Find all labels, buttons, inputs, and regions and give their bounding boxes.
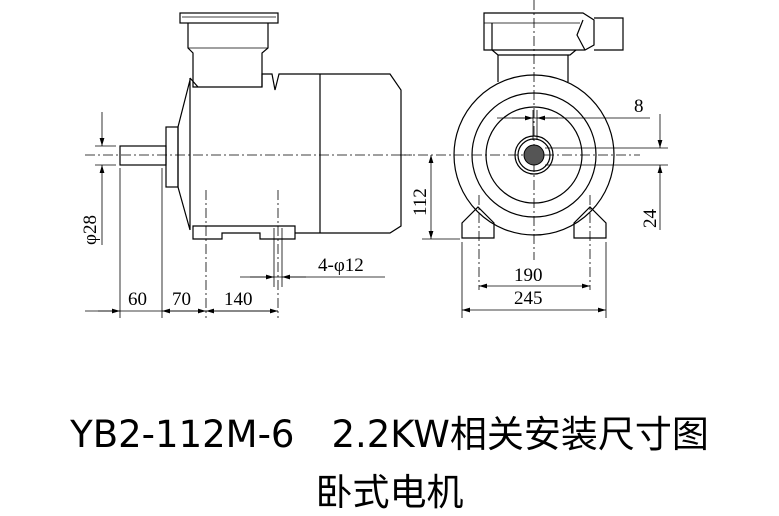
dim-flange-to-foot: 70 bbox=[172, 289, 191, 310]
dim-key-width: 8 bbox=[634, 96, 644, 117]
dim-base-width: 245 bbox=[514, 288, 543, 309]
side-view: 60 70 140 4-φ12 φ28 bbox=[80, 12, 412, 318]
title-line-2: 卧式电机 bbox=[315, 471, 464, 514]
dim-foot-spacing: 140 bbox=[224, 289, 253, 310]
dim-shaft-diameter: φ28 bbox=[80, 215, 101, 245]
title-line-1: YB2-112M-6 2.2KW相关安装尺寸图 bbox=[70, 413, 709, 456]
front-view: 190 245 112 8 24 bbox=[400, 0, 668, 318]
dim-shaft-length: 60 bbox=[128, 289, 147, 310]
dim-foot-holes: 4-φ12 bbox=[318, 255, 364, 276]
dim-center-height: 112 bbox=[410, 188, 431, 216]
motor-drawing: 60 70 140 4-φ12 φ28 190 2 bbox=[80, 0, 668, 318]
dim-foot-hole-span: 190 bbox=[514, 265, 543, 286]
dim-key-height: 24 bbox=[640, 209, 661, 229]
